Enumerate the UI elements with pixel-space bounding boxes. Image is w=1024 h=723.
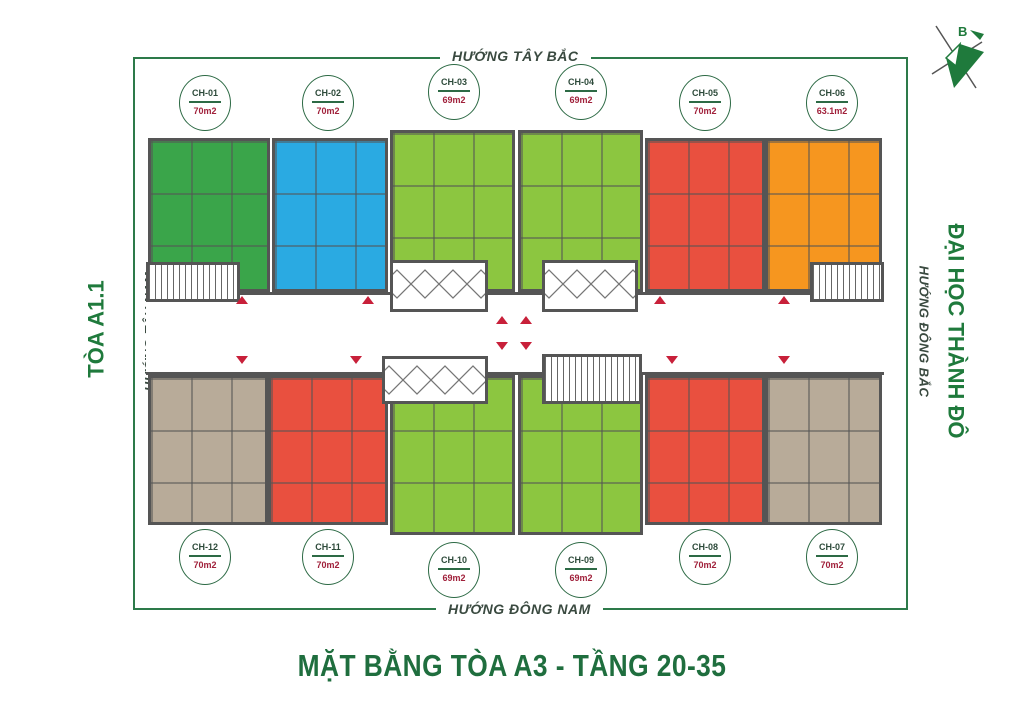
compass-icon: B: [928, 16, 992, 92]
divider: [312, 555, 344, 557]
unit-area: 69m2: [569, 94, 593, 105]
unit-area: 63.1m2: [816, 105, 848, 116]
divider: [565, 568, 597, 570]
divider: [816, 101, 848, 103]
divider: [565, 90, 597, 92]
unit-label-ch-10: CH-10 69m2: [428, 542, 480, 598]
arrow-icon: [236, 356, 248, 364]
unit-area: 70m2: [193, 105, 217, 116]
arrow-icon: [236, 296, 248, 304]
unit-label-ch-07: CH-07 70m2: [806, 529, 858, 585]
unit-area: 70m2: [693, 559, 717, 570]
divider: [312, 101, 344, 103]
unit-code: CH-11: [315, 542, 341, 552]
page-title: MẶT BẰNG TÒA A3 - TẦNG 20-35: [297, 648, 727, 683]
service-core-top-left: [390, 260, 488, 312]
unit-label-ch-09: CH-09 69m2: [555, 542, 607, 598]
divider: [689, 555, 721, 557]
neighbor-left-label: TÒA A1.1: [83, 280, 109, 378]
divider: [816, 555, 848, 557]
arrow-icon: [520, 342, 532, 350]
neighbor-right-label: ĐẠI HỌC THÀNH ĐÔ: [943, 223, 969, 439]
elevator-core-bottom-left: [382, 356, 488, 404]
unit-label-ch-08: CH-08 70m2: [679, 529, 731, 585]
floor-plan: [146, 128, 884, 538]
arrow-icon: [520, 316, 532, 324]
arrow-icon: [778, 356, 790, 364]
unit-ch-08: [645, 375, 765, 525]
unit-area: 70m2: [693, 105, 717, 116]
unit-code: CH-05: [691, 88, 718, 98]
unit-label-ch-12: CH-12 70m2: [179, 529, 231, 585]
unit-area: 70m2: [316, 559, 340, 570]
divider: [438, 568, 470, 570]
stair-right: [810, 262, 884, 302]
unit-label-ch-06: CH-06 63.1m2: [806, 75, 858, 131]
unit-area: 70m2: [820, 559, 844, 570]
unit-label-ch-01: CH-01 70m2: [179, 75, 231, 131]
unit-label-ch-03: CH-03 69m2: [428, 64, 480, 120]
unit-code: CH-02: [314, 88, 341, 98]
unit-area: 70m2: [316, 105, 340, 116]
unit-ch-02: [272, 138, 388, 292]
unit-area: 69m2: [442, 572, 466, 583]
divider: [189, 101, 221, 103]
arrow-icon: [350, 356, 362, 364]
unit-code: CH-01: [191, 88, 218, 98]
unit-area: 69m2: [442, 94, 466, 105]
unit-label-ch-04: CH-04 69m2: [555, 64, 607, 120]
arrow-icon: [362, 296, 374, 304]
unit-ch-12: [148, 375, 268, 525]
unit-label-ch-02: CH-02 70m2: [302, 75, 354, 131]
divider: [189, 555, 221, 557]
unit-area: 69m2: [569, 572, 593, 583]
stair-left: [146, 262, 240, 302]
unit-code: CH-10: [440, 555, 467, 565]
unit-label-ch-11: CH-11 70m2: [302, 529, 354, 585]
unit-code: CH-07: [818, 542, 845, 552]
direction-right-label: HƯỚNG ĐÔNG BẮC: [916, 253, 932, 410]
unit-area: 70m2: [193, 559, 217, 570]
direction-bottom-label: HƯỚNG ĐÔNG NAM: [436, 601, 603, 617]
unit-ch-11: [268, 375, 388, 525]
elevator-core-top-right: [542, 260, 638, 312]
unit-code: CH-06: [818, 88, 845, 98]
arrow-icon: [496, 316, 508, 324]
unit-ch-07: [765, 375, 882, 525]
arrow-icon: [654, 296, 666, 304]
unit-ch-05: [645, 138, 765, 292]
arrow-icon: [496, 342, 508, 350]
divider: [689, 101, 721, 103]
corridor: [146, 292, 884, 375]
direction-top-label: HƯỚNG TÂY BẮC: [440, 48, 591, 64]
unit-code: CH-08: [691, 542, 718, 552]
arrow-icon: [778, 296, 790, 304]
unit-code: CH-03: [440, 77, 467, 87]
stair-core-bottom-right: [542, 354, 642, 404]
unit-code: CH-09: [567, 555, 594, 565]
unit-code: CH-12: [191, 542, 218, 552]
unit-label-ch-05: CH-05 70m2: [679, 75, 731, 131]
compass-label: B: [958, 24, 967, 39]
unit-code: CH-04: [567, 77, 594, 87]
divider: [438, 90, 470, 92]
arrow-icon: [666, 356, 678, 364]
